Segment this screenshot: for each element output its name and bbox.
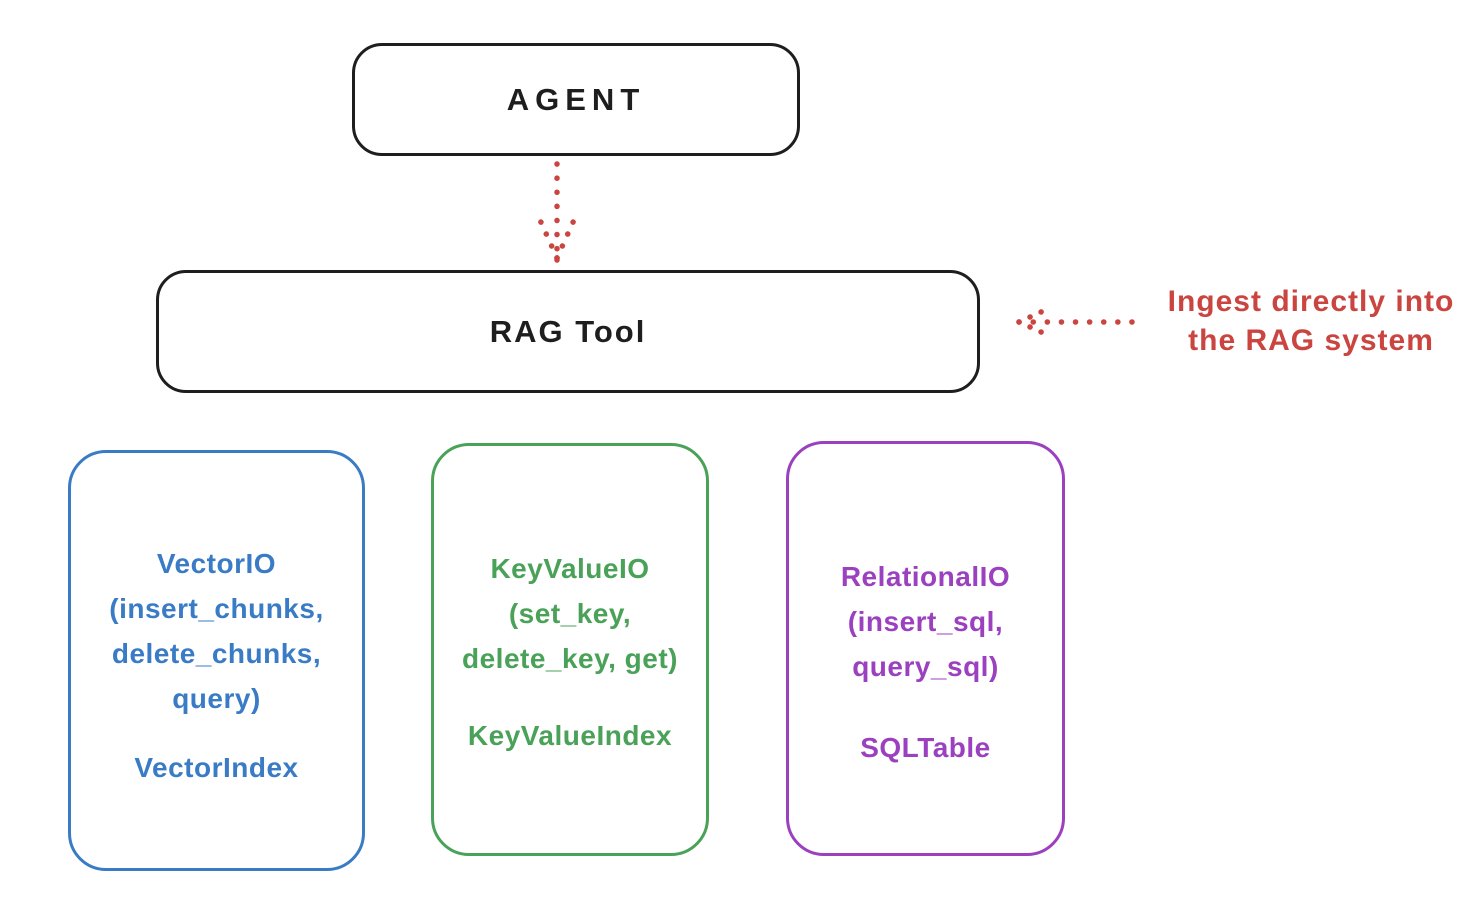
keyvalue-io-method: delete_key, get) [461, 643, 679, 674]
agent-node[interactable]: AGENT [352, 43, 800, 156]
ingest-annotation: Ingest directly into the RAG system [1138, 282, 1484, 360]
vector-index-label: VectorIndex [134, 752, 299, 783]
relational-io-method: (insert_sql, [847, 606, 1004, 637]
agent-to-ragtool-arrow-icon [537, 161, 577, 263]
ingest-annotation-line1: Ingest directly into [1167, 285, 1455, 318]
vector-io-node[interactable]: VectorIO (insert_chunks, delete_chunks, … [68, 450, 365, 871]
keyvalue-io-node[interactable]: KeyValueIO (set_key, delete_key, get) Ke… [431, 443, 709, 856]
agent-label: AGENT [506, 81, 646, 117]
rag-tool-node[interactable]: RAG Tool [156, 270, 980, 393]
vector-io-method: delete_chunks, [111, 638, 322, 669]
relational-io-title: RelationalIO [840, 561, 1011, 592]
ingest-arrow-icon [1016, 304, 1135, 340]
sql-table-label: SQLTable [860, 732, 991, 763]
keyvalue-io-method: (set_key, [508, 598, 632, 629]
vector-io-title: VectorIO [156, 548, 277, 579]
keyvalue-index-label: KeyValueIndex [467, 720, 673, 751]
keyvalue-io-title: KeyValueIO [490, 553, 650, 584]
vector-io-method: (insert_chunks, [109, 593, 324, 624]
vector-io-method: query) [172, 683, 261, 714]
rag-tool-label: RAG Tool [489, 313, 647, 349]
relational-io-method: query_sql) [852, 651, 999, 682]
ingest-annotation-line2: the RAG system [1188, 324, 1434, 357]
relational-io-node[interactable]: RelationalIO (insert_sql, query_sql) SQL… [786, 441, 1065, 856]
